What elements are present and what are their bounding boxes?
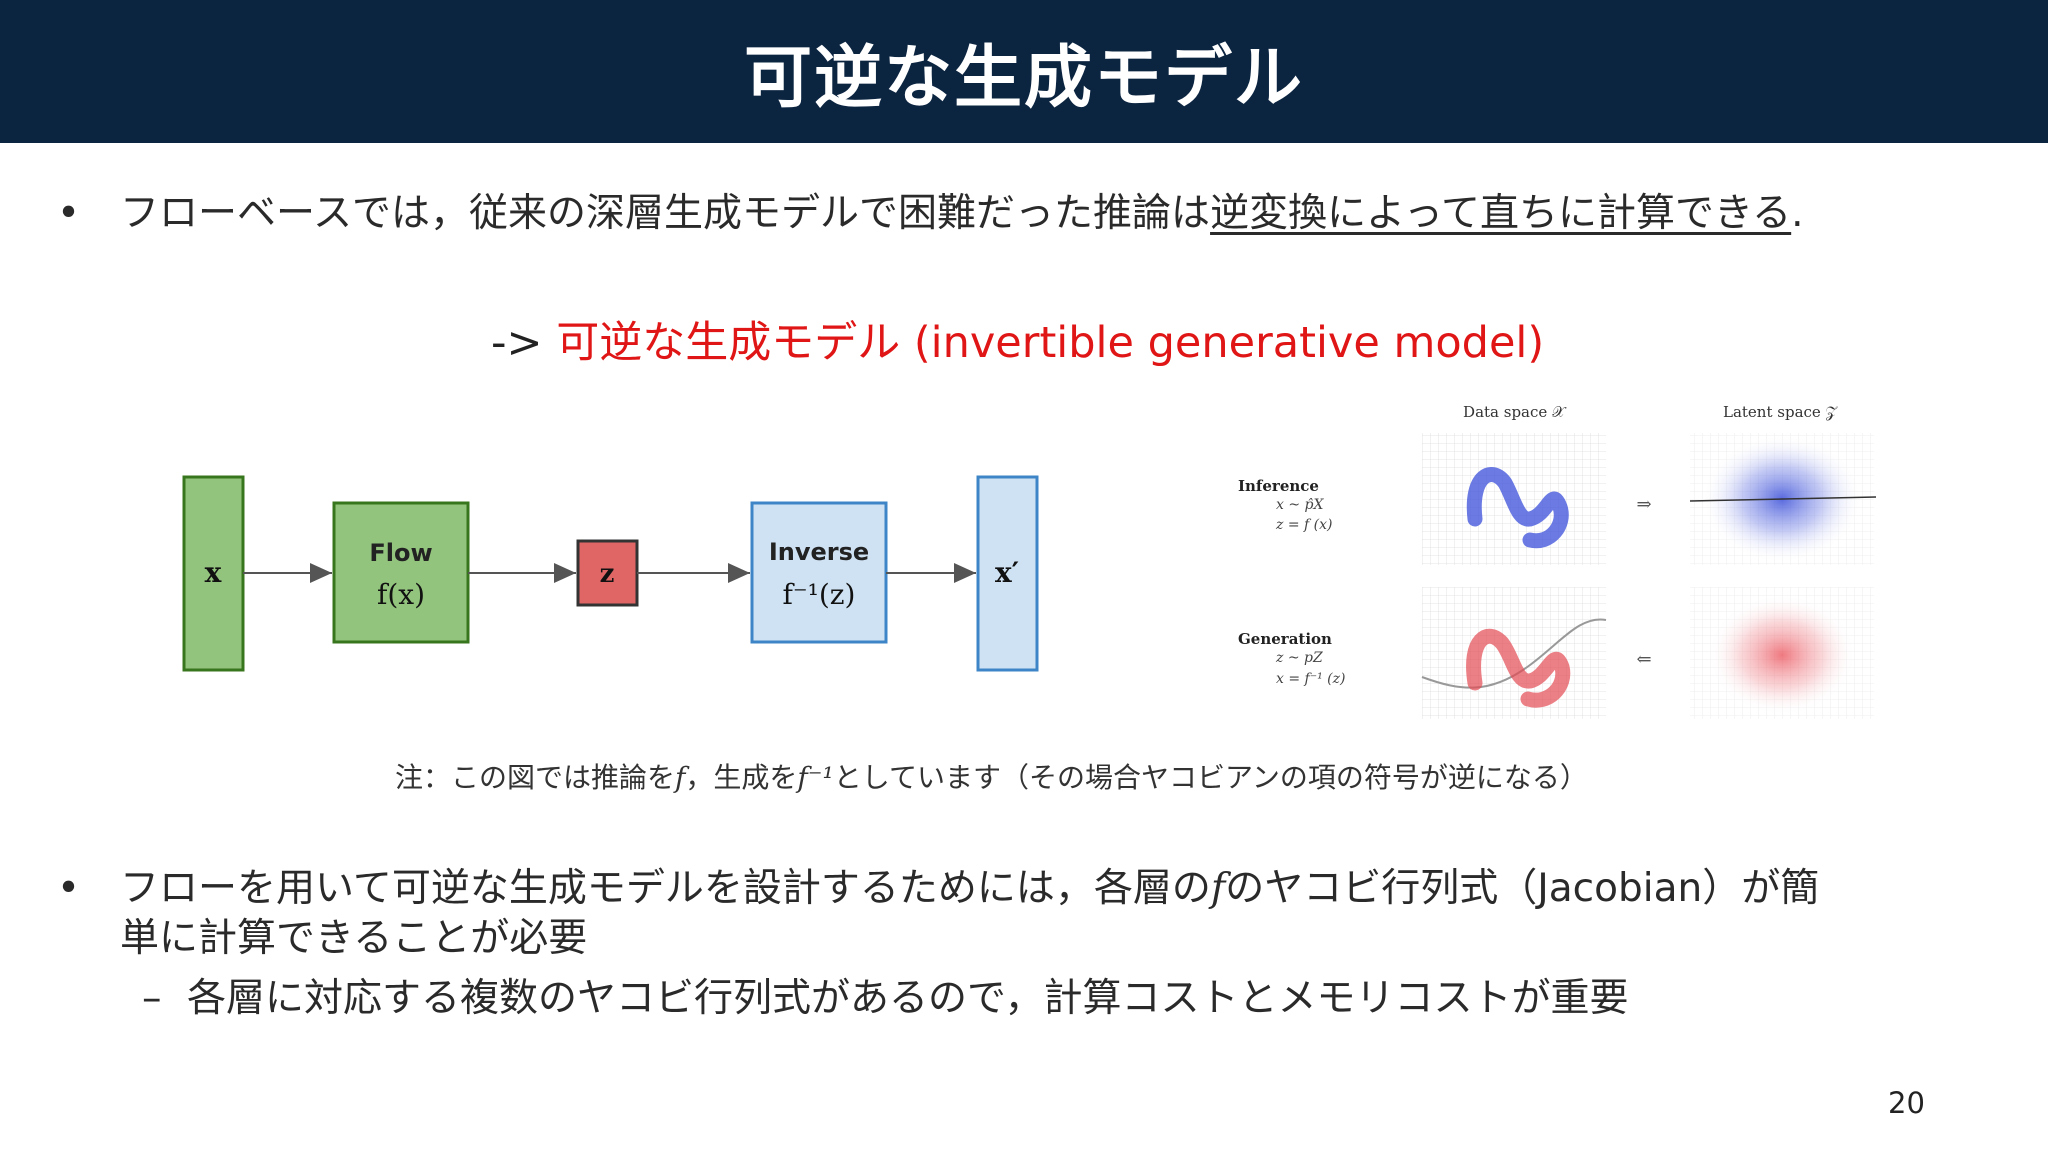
red-cloud [1708,595,1856,715]
sub-bullet-dash: – [142,976,162,1021]
invertible-model-line: -> 可逆な生成モデル (invertible generative model… [491,308,1544,370]
bullet-1-text: フローベースでは，従来の深層生成モデルで困難だった推論は [120,191,1211,236]
sub-bullet: – 各層に対応する複数のヤコビ行列式があるので，計算コストとメモリコストが重要 [142,974,1629,1024]
xprime-label: x′ [995,556,1019,589]
generation-arrow: ⇐ [1636,649,1651,670]
space-figure: Data space 𝒳 Latent space 𝒵 Inference x … [1238,403,1877,719]
blue-moons [1466,467,1569,549]
arrow-prefix: -> [491,318,543,368]
figure-note: 注：この図では推論をf，生成をf⁻¹としています（その場合ヤコビアンの項の符号が… [395,756,1588,796]
inference-arrow: ⇒ [1636,494,1651,515]
xprime-box [976,475,1039,672]
bullet-2-line-2: 単に計算できることが必要 [120,916,588,961]
note-finv: f⁻¹ [797,761,834,794]
data-space-label: Data space 𝒳 [1463,403,1567,421]
note-text-2: ，生成を [685,761,798,794]
generation-eq1: z ~ pZ [1275,650,1323,666]
bullet-2: • フローを用いて可逆な生成モデルを設計するためには，各層のfのヤコビ行列式（J… [57,864,2000,964]
bullet-2-f: f [1210,866,1226,911]
invertible-model-text: 可逆な生成モデル (invertible generative model) [556,318,1545,368]
inference-eq2: z = f (x) [1275,517,1332,533]
x-label: x [205,556,222,589]
sub-bullet-text: 各層に対応する複数のヤコビ行列式があるので，計算コストとメモリコストが重要 [187,976,1629,1021]
latent-space-label: Latent space 𝒵 [1723,403,1839,421]
inverse-box [750,501,888,644]
bullet-1-end: . [1791,191,1804,236]
x-box [182,475,245,672]
generation-eq2: x = f⁻¹ (z) [1276,671,1345,687]
flow-title: Flow [369,539,432,567]
flow-func: f(x) [377,578,425,611]
flow-box [332,501,470,644]
red-moons [1466,628,1571,708]
note-f: f [675,761,686,794]
bullet-dot: • [57,191,81,236]
generation-label: Generation [1238,630,1332,648]
bullet-1: • フローベースでは，従来の深層生成モデルで困難だった推論は逆変換によって直ちに… [57,189,1804,239]
inference-label: Inference [1238,477,1319,495]
inverse-func: f⁻¹(z) [783,578,856,611]
title-bar: 可逆な生成モデル [0,0,2048,143]
z-label: z [600,559,615,589]
inference-eq1: x ~ p̂X [1276,497,1324,513]
note-text-1: 注：この図では推論を [395,761,676,794]
note-text-3: としています（その場合ヤコビアンの項の符号が逆になる） [833,761,1588,794]
bullet-1-underlined: 逆変換によって直ちに計算できる [1210,191,1792,236]
latent-line [1689,496,1877,502]
inverse-title: Inverse [769,538,869,566]
bullet-2-line-1: フローを用いて可逆な生成モデルを設計するためには，各層のfのヤコビ行列式（Jac… [120,866,1820,911]
flow-diagram: x Flow f(x) z Inverse f⁻¹(z) x′ [182,475,1039,672]
page-number: 20 [1888,1086,1925,1120]
slide-title: 可逆な生成モデル [743,39,1304,118]
grid-wave [1421,618,1607,689]
bullet-dot: • [57,866,81,911]
